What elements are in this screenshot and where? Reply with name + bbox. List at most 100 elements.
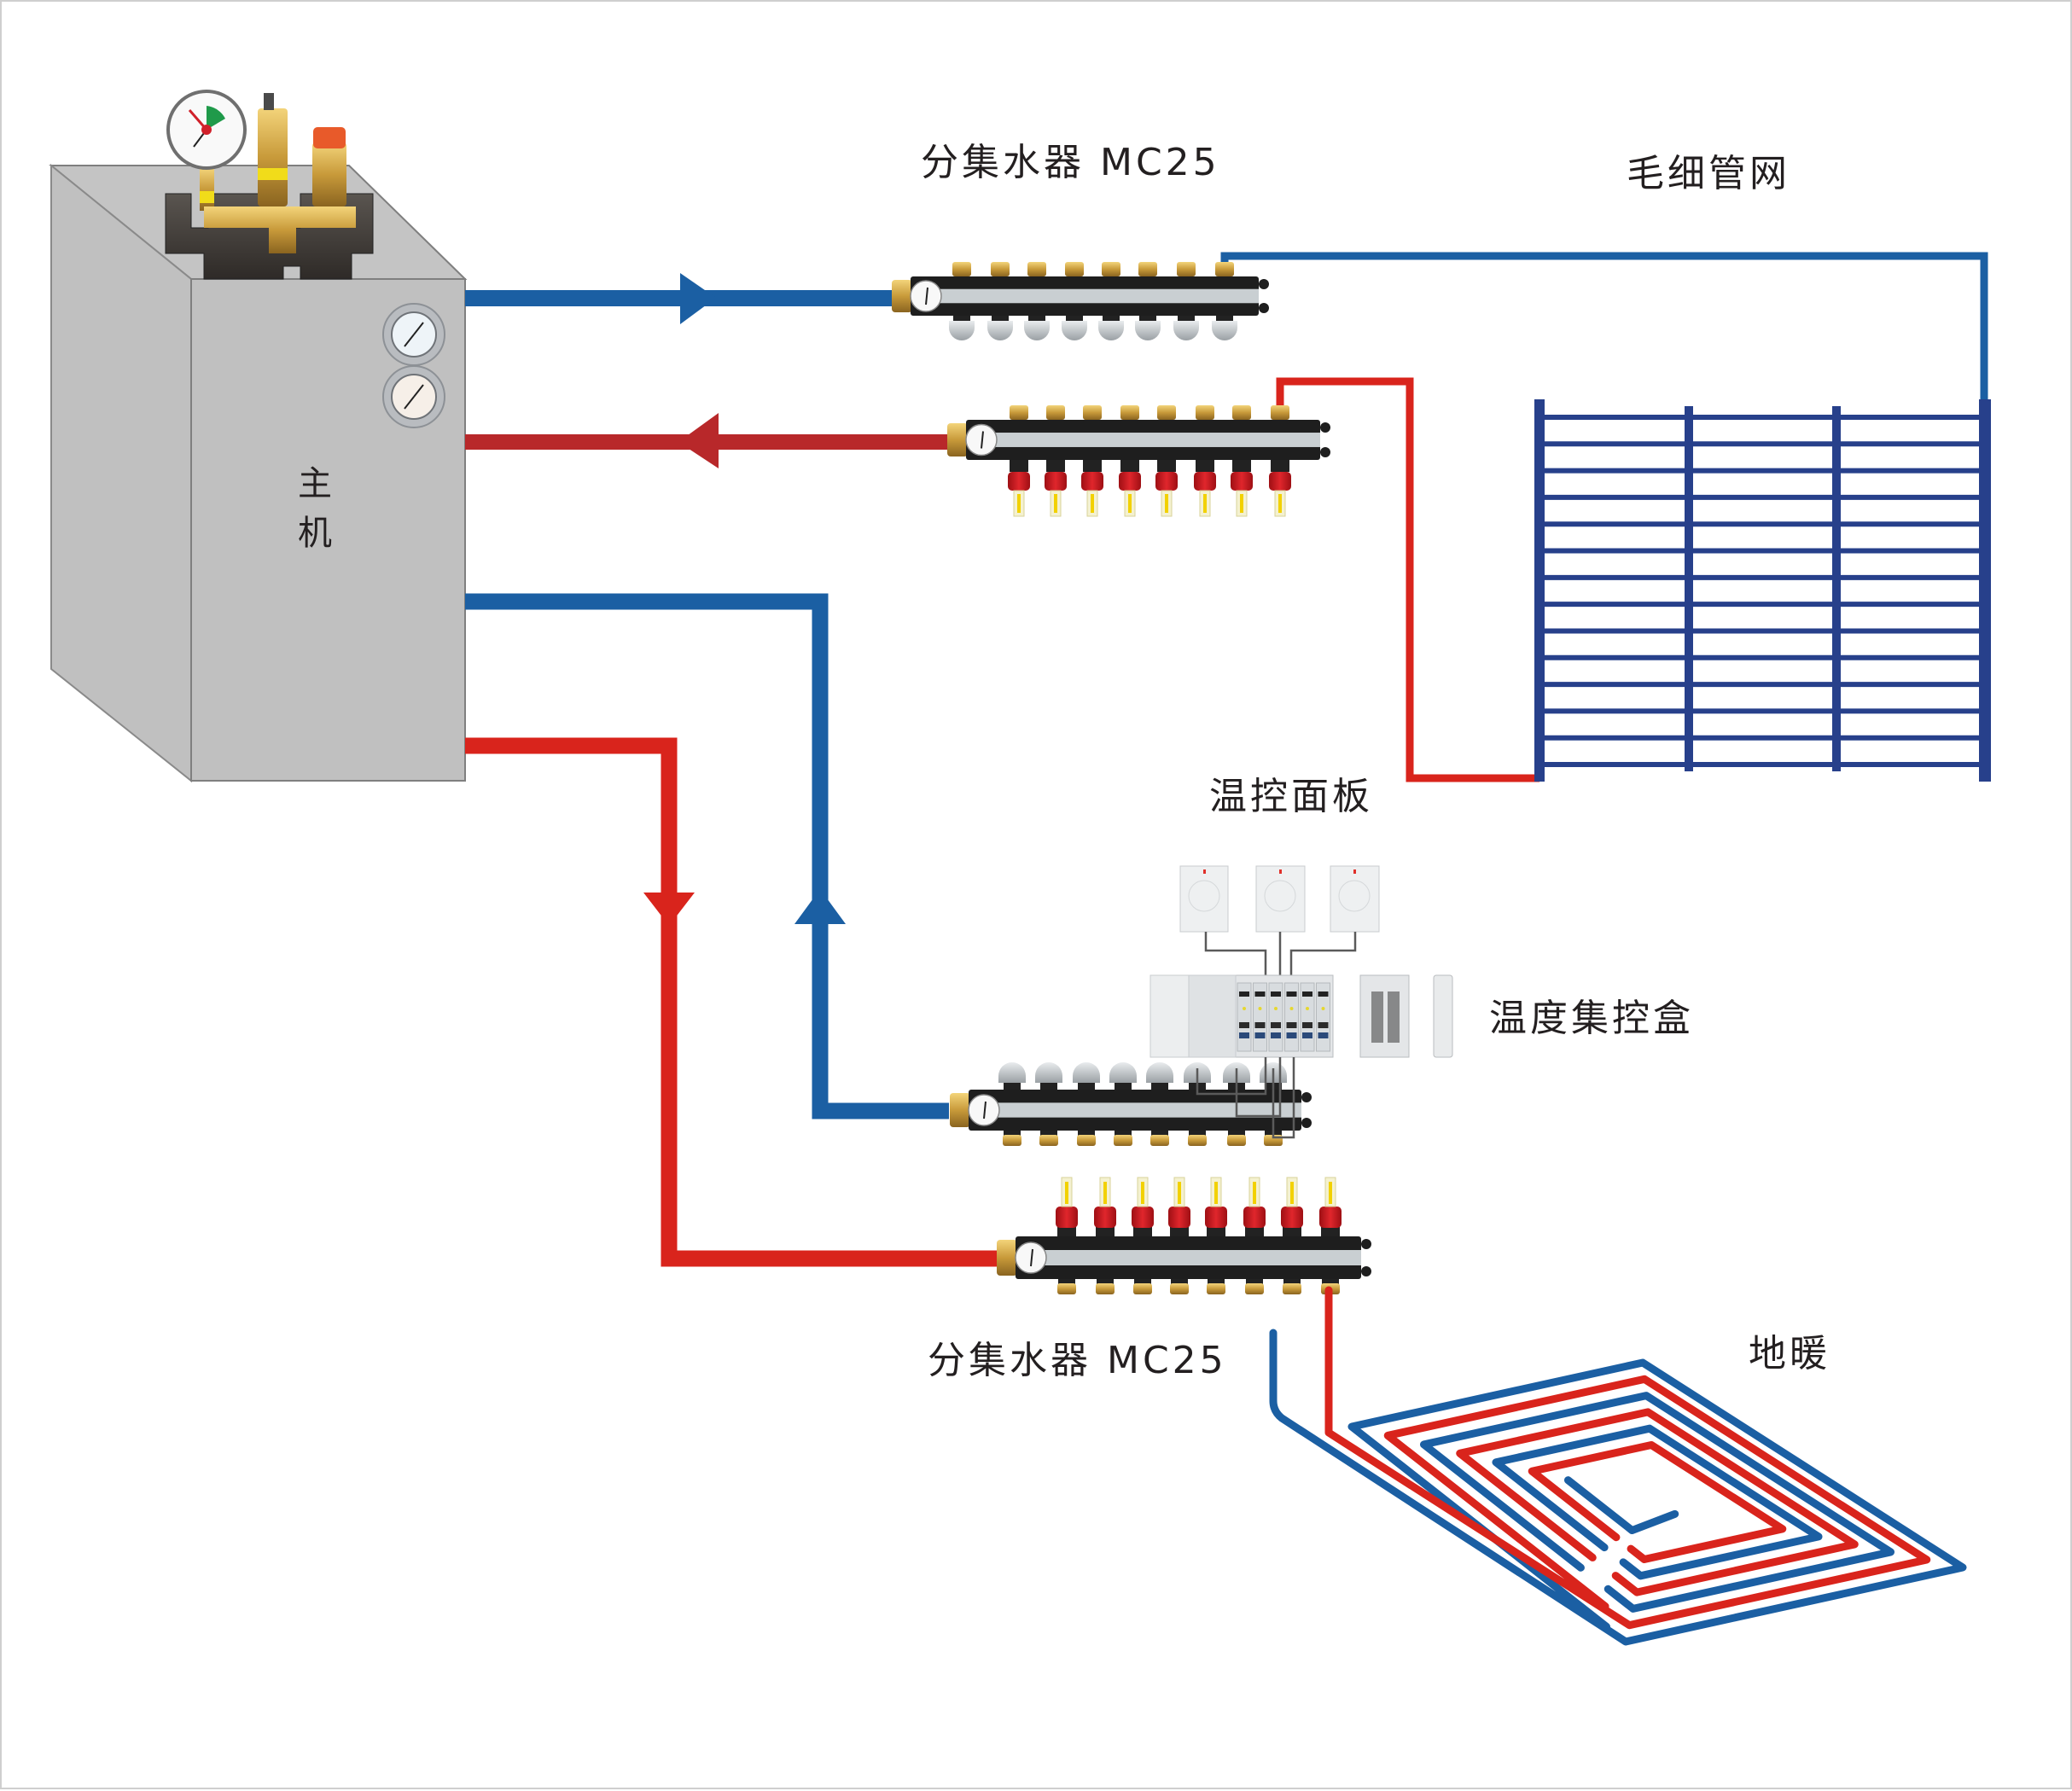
valve-cap [1212, 321, 1237, 340]
valve-cap [1098, 321, 1124, 340]
outlet-port [1271, 405, 1289, 420]
outlet-port [1138, 262, 1157, 276]
capillary-spacer [1685, 406, 1693, 771]
end-plug [1301, 1092, 1312, 1102]
flow-meter-cap [1205, 1207, 1227, 1228]
flow-meter-cap [1269, 472, 1291, 491]
outlet-port [1232, 405, 1251, 420]
outlet-port [1215, 262, 1234, 276]
end-plug [1361, 1266, 1371, 1276]
end-plug [1361, 1239, 1371, 1249]
thermostat-panel-2 [1255, 865, 1306, 933]
outlet-port [1170, 1283, 1189, 1294]
outlet-port [1003, 1135, 1021, 1146]
outlet-port [1010, 405, 1028, 420]
flow-arrow-right-icon [680, 273, 716, 324]
outlet-port [1083, 405, 1102, 420]
capillary-grid [1534, 399, 1991, 782]
end-plug [1301, 1118, 1312, 1128]
manifold-stripe [936, 288, 1259, 304]
manifold-stripe [994, 1102, 1301, 1118]
outlet-port [1177, 262, 1196, 276]
floor-heating-loop [1419, 1392, 1895, 1613]
boiler-label-line-1: 主 [298, 464, 332, 503]
floor-heating-loop [1456, 1408, 1859, 1596]
actuator-head [1073, 1062, 1100, 1083]
flow-meter-cap [1168, 1207, 1190, 1228]
valve-cap [1135, 321, 1161, 340]
manifold-stripe [992, 433, 1320, 447]
outlet-port [1046, 405, 1065, 420]
manifold-1 [892, 262, 1269, 340]
floor-heating-inner-hook [1563, 1476, 1679, 1535]
actuator-head [1146, 1062, 1173, 1083]
manifold-2 [947, 405, 1330, 517]
outlet-port [1057, 1283, 1076, 1294]
manifold-bottom-label: 分集水器 MC25 [928, 1339, 1227, 1382]
thermostat-panel-label: 温控面板 [1209, 775, 1373, 818]
valve-cap [1062, 321, 1087, 340]
boiler-label-line-2: 机 [298, 514, 332, 553]
outlet-port [1157, 405, 1176, 420]
flow-arrow-up-icon [794, 889, 846, 924]
control-box-channels [1237, 982, 1330, 1052]
thermostat-panels [1179, 865, 1380, 975]
safety-valve-group [165, 90, 374, 280]
boiler-gauge-1 [382, 303, 445, 366]
capillary-spacer [1832, 406, 1841, 771]
pipe-return-2 [465, 413, 947, 468]
flow-meter-cap [1231, 472, 1253, 491]
flow-meter-cap [1243, 1207, 1266, 1228]
pipe-supply-1 [465, 273, 892, 324]
floor-heating-loop [1324, 1286, 1931, 1630]
inlet-nut [950, 1093, 970, 1127]
boiler-gauge-2 [382, 365, 445, 428]
floor-heating-loop [1492, 1424, 1823, 1580]
valve-cap [949, 321, 975, 340]
outlet-port [1077, 1135, 1096, 1146]
outlet-port [1196, 405, 1214, 420]
outlet-port [1027, 262, 1046, 276]
floor-heating-loop [1528, 1440, 1787, 1564]
boiler [49, 90, 468, 783]
inlet-nut [997, 1240, 1017, 1276]
outlet-port [1227, 1135, 1246, 1146]
valve-cap [1024, 321, 1050, 340]
outlet-port [952, 262, 971, 276]
manifold-top-label: 分集水器 MC25 [921, 141, 1220, 184]
flow-meter-cap [1319, 1207, 1342, 1228]
flow-meter-cap [1045, 472, 1067, 491]
flow-meter-cap [1094, 1207, 1116, 1228]
thermostat-wires [1204, 932, 1357, 975]
flow-meter-cap [1008, 472, 1030, 491]
outlet-port [1096, 1283, 1115, 1294]
end-plug [1320, 422, 1330, 433]
floor-heating-label: 地暖 [1749, 1332, 1830, 1375]
outlet-port [1188, 1135, 1207, 1146]
outlet-port [1133, 1283, 1152, 1294]
flow-meter-cap [1056, 1207, 1078, 1228]
actuator-wires [1196, 1057, 1295, 1139]
flow-arrow-left-icon [678, 413, 719, 468]
capillary-header-left [1534, 399, 1545, 782]
outlet-port [1102, 262, 1120, 276]
manifold-3 [950, 1062, 1312, 1146]
manifold-4 [997, 1177, 1371, 1294]
flow-meter-cap [1155, 472, 1178, 491]
control-box-label: 温度集控盒 [1489, 997, 1694, 1040]
flow-meter-cap [1194, 472, 1216, 491]
thermostat-panel-1 [1179, 865, 1229, 933]
flow-arrow-down-icon [643, 893, 695, 926]
inlet-nut [892, 280, 912, 312]
pipe-capillary-return [1276, 377, 1539, 782]
outlet-port [1039, 1135, 1058, 1146]
outlet-port [1065, 262, 1084, 276]
floor-heating-coil [1269, 1286, 1967, 1646]
manifold-stripe [1041, 1250, 1361, 1265]
outlet-port [1120, 405, 1139, 420]
outlet-port [1150, 1135, 1169, 1146]
end-plug [1259, 279, 1269, 289]
pipe-capillary-supply [1220, 252, 1988, 399]
